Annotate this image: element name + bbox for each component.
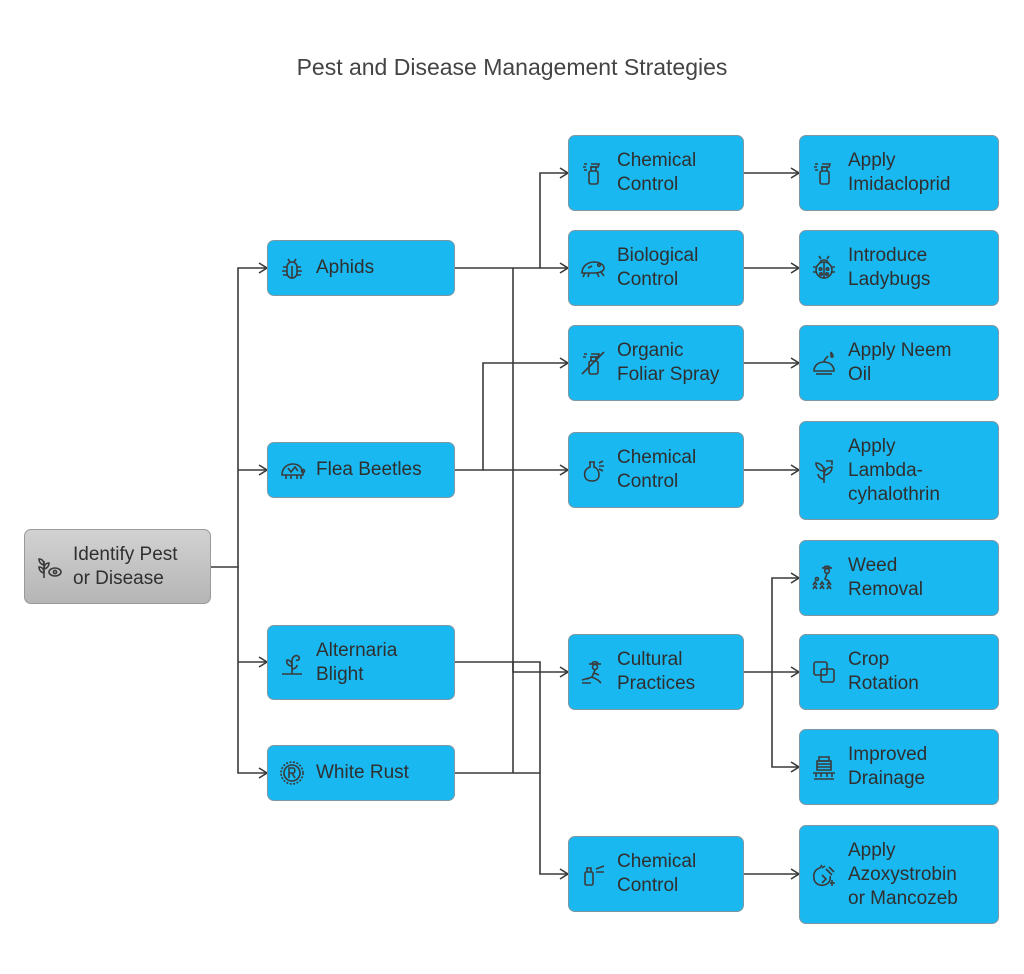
node-label: Introduce Ladybugs	[848, 245, 931, 290]
plant-eye-icon	[35, 553, 63, 581]
node-chemical-control-3[interactable]: Chemical Control	[568, 836, 744, 912]
node-crop-rotation[interactable]: Crop Rotation	[799, 634, 999, 710]
beetle-icon	[278, 254, 306, 282]
node-chemical-control-2[interactable]: Chemical Control	[568, 432, 744, 508]
node-improved-drainage[interactable]: Improved Drainage	[799, 729, 999, 805]
spray-bottle-icon	[810, 159, 838, 187]
node-aphids[interactable]: Aphids	[267, 240, 455, 296]
node-cultural-practices[interactable]: Cultural Practices	[568, 634, 744, 710]
edge-cultural-drainage	[771, 672, 801, 773]
node-organic-foliar-spray[interactable]: Organic Foliar Spray	[568, 325, 744, 401]
edge-flea-organic	[455, 357, 570, 471]
sprayer-icon	[579, 860, 607, 888]
node-label: Identify Pest or Disease	[73, 543, 178, 589]
ladybug-icon	[810, 254, 838, 282]
edge-alternaria-chemical	[513, 661, 570, 880]
node-label: Chemical Control	[617, 447, 697, 492]
node-label: Biological Control	[617, 245, 699, 290]
node-label: Apply Imidacloprid	[848, 150, 951, 195]
edge-root-white-rust	[237, 567, 269, 779]
fungicide-icon	[810, 861, 838, 889]
edge-aphids-chemical	[455, 167, 570, 269]
node-introduce-ladybugs[interactable]: Introduce Ladybugs	[799, 230, 999, 306]
drainage-icon	[810, 753, 838, 781]
node-label: Apply Lambda- cyhalothrin	[848, 435, 940, 505]
node-label: Weed Removal	[848, 555, 923, 600]
node-label: Flea Beetles	[316, 459, 422, 480]
no-spray-icon	[579, 349, 607, 377]
node-white-rust[interactable]: White Rust	[267, 745, 455, 801]
node-label: Crop Rotation	[848, 649, 919, 694]
plant-leaf-icon	[810, 457, 838, 485]
node-label: Apply Neem Oil	[848, 340, 952, 385]
node-identify-pest[interactable]: Identify Pest or Disease	[24, 529, 211, 604]
spray-bottle-icon	[579, 159, 607, 187]
node-alternaria-blight[interactable]: Alternaria Blight	[267, 625, 455, 700]
edge-cultural-weed	[744, 572, 801, 673]
diagram-title: Pest and Disease Management Strategies	[296, 54, 728, 80]
frog-icon	[579, 254, 607, 282]
node-label: Cultural Practices	[617, 649, 696, 694]
edge-root-aphids	[211, 262, 269, 568]
node-label: Improved Drainage	[848, 744, 928, 789]
node-chemical-control-1[interactable]: Chemical Control	[568, 135, 744, 211]
node-label: Chemical Control	[617, 150, 697, 195]
node-flea-beetles[interactable]: Flea Beetles	[267, 442, 455, 498]
node-apply-azoxystrobin[interactable]: Apply Azoxystrobin or Mancozeb	[799, 825, 999, 924]
overlap-squares-icon	[810, 658, 838, 686]
farmer-icon	[579, 658, 607, 686]
node-apply-neem-oil[interactable]: Apply Neem Oil	[799, 325, 999, 401]
node-biological-control[interactable]: Biological Control	[568, 230, 744, 306]
node-label: Organic Foliar Spray	[617, 340, 720, 385]
spray-flask-icon	[579, 456, 607, 484]
node-apply-imidacloprid[interactable]: Apply Imidacloprid	[799, 135, 999, 211]
node-apply-lambda-cyhalothrin[interactable]: Apply Lambda- cyhalothrin	[799, 421, 999, 520]
tortoise-bug-icon	[278, 456, 306, 484]
node-label: Apply Azoxystrobin or Mancozeb	[848, 839, 958, 909]
gardener-icon	[810, 564, 838, 592]
edge-alternaria-cultural	[455, 661, 570, 678]
node-label: Chemical Control	[617, 851, 697, 896]
wilted-plant-icon	[278, 649, 306, 677]
registered-badge-icon	[278, 759, 306, 787]
node-label: Aphids	[316, 257, 375, 278]
node-label: Alternaria Blight	[316, 639, 398, 685]
node-label: White Rust	[316, 762, 409, 783]
oil-drop-icon	[810, 349, 838, 377]
node-weed-removal[interactable]: Weed Removal	[799, 540, 999, 616]
